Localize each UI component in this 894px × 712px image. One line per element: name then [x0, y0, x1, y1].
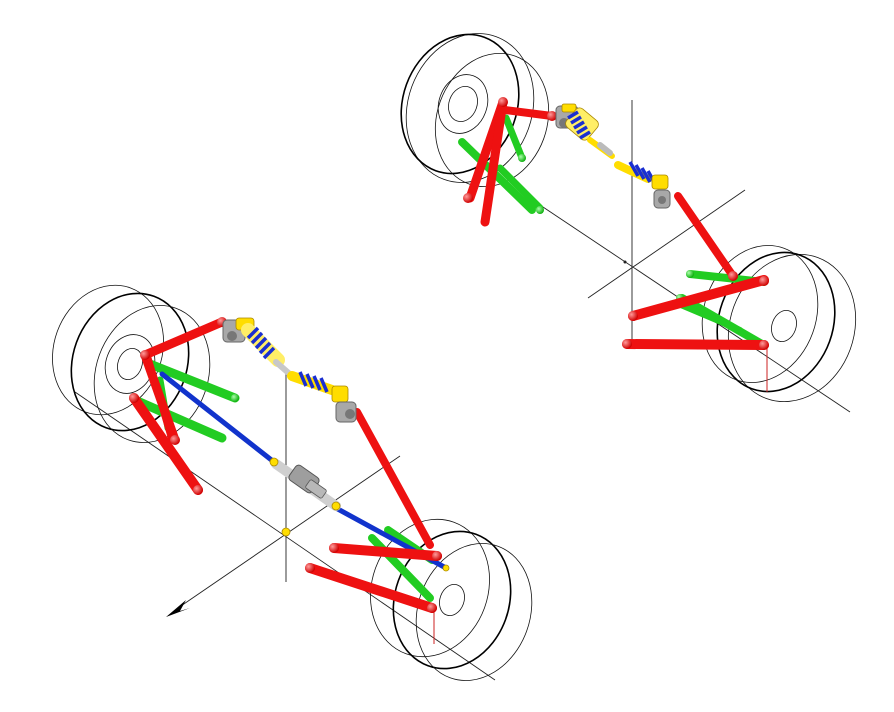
front-left-strut — [222, 317, 295, 379]
rear-struts — [555, 103, 671, 264]
rear-suspension-assembly — [400, 33, 857, 413]
rear-lower-arms — [458, 114, 768, 348]
front-struts — [222, 317, 450, 572]
front-lower-arms — [130, 359, 436, 602]
rear-right-wheel — [701, 245, 857, 402]
front-axes — [74, 372, 496, 681]
front-upper-arms — [129, 317, 442, 613]
steering-rack — [269, 457, 341, 511]
front-suspension-assembly — [52, 284, 533, 681]
front-steering — [159, 371, 449, 571]
rear-left-wheel — [400, 33, 550, 188]
rear-right-spring — [614, 161, 671, 209]
origin-point-icon — [281, 527, 291, 537]
rear-upper-arms — [463, 97, 769, 350]
rear-left-spring — [565, 107, 615, 159]
front-right-strut — [287, 371, 450, 572]
arrow-icon — [166, 600, 190, 617]
